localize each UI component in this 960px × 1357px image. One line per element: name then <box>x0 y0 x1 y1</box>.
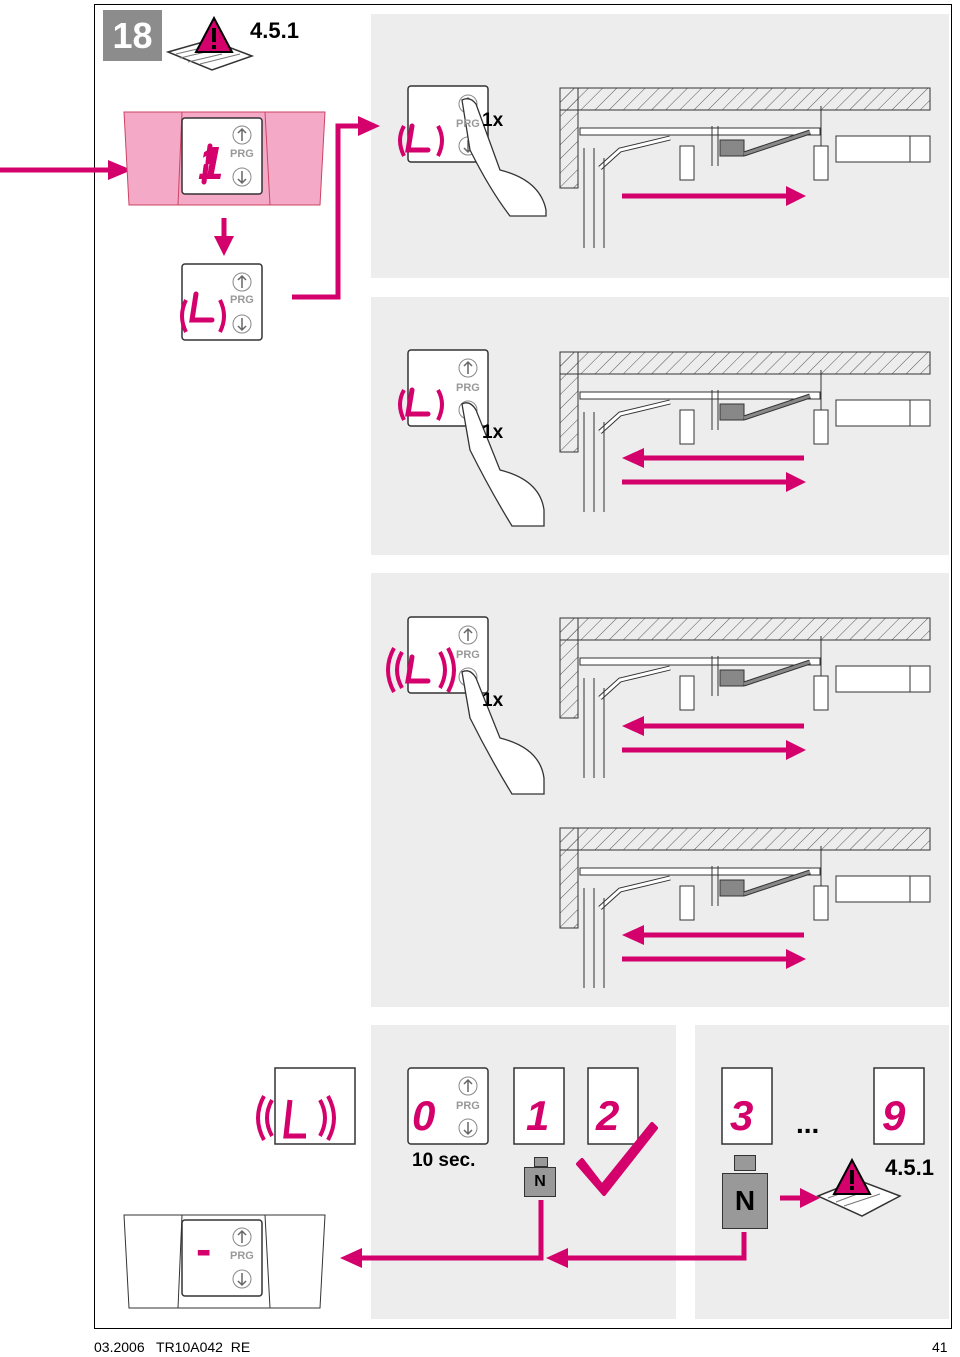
display-digit-0: 0 <box>412 1092 436 1139</box>
display-digit-2: 2 <box>596 1092 620 1139</box>
control-unit-white <box>123 1214 326 1309</box>
incoming-arrow <box>0 160 132 180</box>
manual-warning-icon <box>165 15 255 71</box>
timer-label: 10 sec. <box>412 1150 476 1171</box>
display-digit-top: 1 <box>198 137 224 189</box>
connector-arrow <box>292 116 380 300</box>
prg-label: PRG <box>230 294 254 306</box>
motion-arrows <box>622 186 806 969</box>
display-sequence <box>256 1067 925 1145</box>
footer-page-number: 41 <box>932 1339 948 1355</box>
ellipsis: ... <box>796 1108 820 1139</box>
manual-warning-icon-bottom <box>780 1157 902 1217</box>
press-count-2: 1x <box>482 422 504 443</box>
door-operator-icon <box>560 88 930 988</box>
press-count-3: 1x <box>482 690 504 711</box>
display-learn <box>180 291 226 333</box>
weight-label-large: N <box>722 1173 768 1229</box>
step-number: 18 <box>103 10 162 61</box>
prg-label: PRG <box>230 1250 254 1262</box>
prg-label: PRG <box>456 1100 480 1112</box>
step-frame <box>94 4 952 1329</box>
control-unit-pink <box>123 111 326 206</box>
prg-label: PRG <box>456 118 480 130</box>
display-digit-bottom: - <box>196 1223 212 1275</box>
prg-label: PRG <box>456 382 480 394</box>
prg-label: PRG <box>230 148 254 160</box>
display-digit-1: 1 <box>526 1092 550 1139</box>
press-count-1: 1x <box>482 110 504 131</box>
weight-label-small: N <box>524 1167 556 1197</box>
weight-icon: N <box>524 1157 556 1197</box>
checkmark-icon <box>576 1122 658 1196</box>
return-arrows <box>340 1200 747 1268</box>
display-digit-3: 3 <box>730 1092 754 1139</box>
footer-document-code: 03.2006 TR10A042 RE <box>94 1339 251 1355</box>
down-arrow <box>214 218 234 256</box>
manual-reference-top: 4.5.1 <box>250 18 299 43</box>
display-digit-9: 9 <box>882 1092 906 1139</box>
weight-icon-large: N <box>722 1155 768 1229</box>
prg-label: PRG <box>456 649 480 661</box>
manual-reference-bottom: 4.5.1 <box>885 1155 934 1180</box>
finger-press-icon <box>461 98 547 217</box>
